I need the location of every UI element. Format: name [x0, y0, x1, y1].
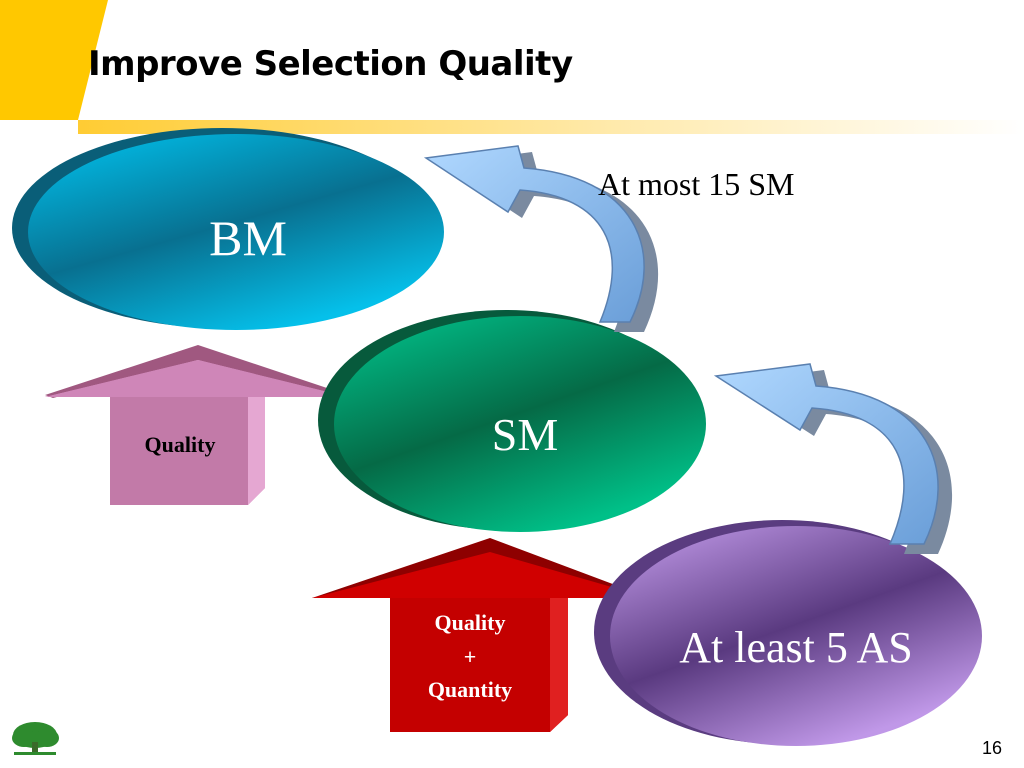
bm-ellipse — [12, 128, 444, 330]
quality-quantity-line2: + — [464, 644, 477, 669]
top-note: At most 15 SM — [598, 166, 794, 202]
quality-quantity-line3: Quantity — [428, 677, 512, 702]
as-label: At least 5 AS — [679, 623, 912, 672]
sm-label: SM — [492, 409, 558, 460]
quality-arrow — [45, 345, 348, 505]
header-underline — [78, 120, 1024, 134]
slide-title: Improve Selection Quality — [88, 44, 573, 84]
page-number: 16 — [981, 738, 1002, 758]
curved-arrow-sm-to-bm — [423, 145, 659, 332]
header-accent-block — [0, 0, 108, 120]
quality-arrow-label: Quality — [145, 432, 216, 457]
as-ellipse — [594, 520, 982, 746]
quality-quantity-line1: Quality — [435, 610, 506, 635]
tree-logo-icon — [12, 722, 59, 755]
curved-arrow-as-to-sm — [713, 363, 953, 554]
quality-quantity-arrow — [312, 538, 650, 732]
bm-label: BM — [209, 210, 287, 266]
sm-ellipse — [318, 310, 706, 532]
